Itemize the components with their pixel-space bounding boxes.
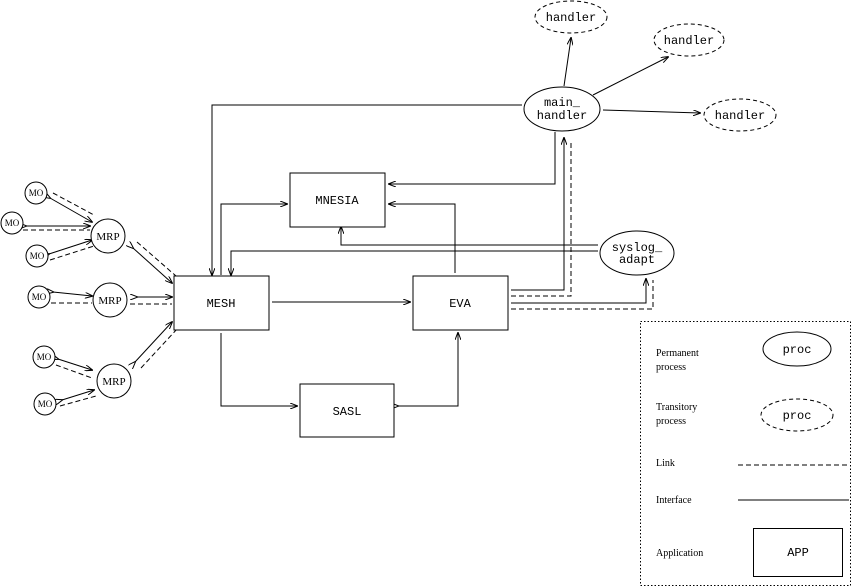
mrp-node[interactable]: MRP: [96, 363, 132, 399]
interface-mo5-mrp3: [58, 359, 92, 370]
legend-transitory-process-symbol: [760, 398, 834, 432]
interface-mo1-mrp1: [50, 198, 92, 222]
handler-node[interactable]: handler: [653, 23, 725, 57]
connections: [23, 38, 700, 406]
eva-label: EVA: [449, 297, 471, 311]
mo-label: MO: [29, 188, 44, 198]
interface-main-handler-to-handler-1: [563, 38, 571, 87]
interface-mesh-to-sasl: [220, 333, 297, 406]
mo-node[interactable]: MO: [25, 244, 49, 268]
legend-transitory-label-line1: Transitory: [656, 402, 697, 413]
mo-label: MO: [37, 352, 52, 362]
legend-application-sample: APP: [787, 546, 809, 560]
mo-node[interactable]: MO: [32, 345, 56, 369]
interface-eva-to-mnesia: [389, 204, 456, 273]
mnesia-node[interactable]: MNESIA: [289, 172, 386, 228]
interface-main-handler-to-mesh: [212, 104, 522, 275]
interface-mesh-to-mnesia: [220, 204, 287, 275]
interface-mrp1-mesh: [133, 248, 172, 283]
link-mo5-mrp3: [55, 364, 93, 379]
mesh-node[interactable]: MESH: [173, 275, 270, 331]
syslog-adapt-node[interactable]: syslog_ adapt: [599, 230, 675, 276]
link-mrp3-mesh: [140, 327, 179, 369]
link-eva-main-handler: [511, 140, 572, 297]
mnesia-label: MNESIA: [315, 194, 359, 208]
legend-application-symbol: [753, 528, 843, 577]
legend-application-label: Application: [656, 548, 703, 559]
legend-permanent-sample: proc: [783, 343, 812, 357]
mo-label: MO: [5, 218, 20, 228]
mo-node[interactable]: MO: [0, 211, 24, 235]
interface-mo6-mrp3: [62, 390, 94, 400]
legend-link-label: Link: [656, 458, 675, 469]
mrp-node[interactable]: MRP: [90, 218, 126, 254]
sasl-label: SASL: [333, 405, 362, 419]
handler-node[interactable]: handler: [703, 98, 777, 132]
interface-syslog-to-mnesia: [341, 227, 598, 246]
main-handler-label-line2: handler: [537, 109, 587, 123]
link-mrp1-mesh: [136, 241, 177, 277]
interface-mrp3-mesh: [135, 322, 172, 362]
interface-eva-to-main-handler: [511, 138, 564, 291]
mo-node[interactable]: MO: [33, 392, 57, 416]
interface-main-handler-to-handler-3: [602, 109, 700, 113]
legend: Permanent process proc Transitory proces…: [640, 321, 851, 586]
mo-label: MO: [32, 292, 47, 302]
mo-node[interactable]: MO: [24, 181, 48, 205]
mo-node[interactable]: MO: [27, 285, 51, 309]
mrp-label: MRP: [98, 295, 121, 307]
handler-label: handler: [715, 109, 765, 123]
mesh-label: MESH: [207, 297, 236, 311]
handler-label: handler: [546, 11, 596, 25]
handler-node[interactable]: handler: [534, 0, 608, 34]
legend-permanent-label-line1: Permanent: [656, 348, 699, 359]
interface-mo4-mrp2: [53, 292, 92, 296]
mrp-label: MRP: [96, 231, 119, 243]
interface-sasl-to-eva: [398, 333, 458, 406]
interface-main-handler-to-mnesia: [389, 132, 556, 184]
interface-main-handler-to-handler-2: [592, 57, 668, 96]
main-handler-label-line1: main_: [544, 96, 581, 110]
link-mo6-mrp3: [59, 395, 97, 407]
mrp-label: MRP: [102, 376, 125, 388]
sasl-node[interactable]: SASL: [299, 383, 395, 438]
mo-label: MO: [30, 251, 45, 261]
mrp-node[interactable]: MRP: [92, 282, 128, 318]
eva-node[interactable]: EVA: [412, 275, 509, 331]
mo-label: MO: [38, 399, 53, 409]
legend-permanent-label-line2: process: [656, 362, 686, 373]
interface-mo3-mrp1: [49, 240, 92, 254]
legend-transitory-label-line2: process: [656, 416, 686, 427]
interface-syslog-to-mesh: [231, 250, 598, 275]
main-handler-node[interactable]: main_ handler: [523, 86, 601, 132]
link-mo3-mrp1: [49, 245, 95, 261]
legend-permanent-process-symbol: [762, 331, 832, 367]
syslog-adapt-label-line1: syslog_: [612, 241, 663, 255]
legend-interface-label: Interface: [656, 495, 692, 506]
interface-eva-to-syslog: [511, 279, 646, 304]
link-eva-syslog: [511, 280, 654, 310]
syslog-adapt-label-line2: adapt: [619, 253, 655, 267]
handler-label: handler: [664, 34, 714, 48]
legend-transitory-sample: proc: [783, 409, 812, 423]
